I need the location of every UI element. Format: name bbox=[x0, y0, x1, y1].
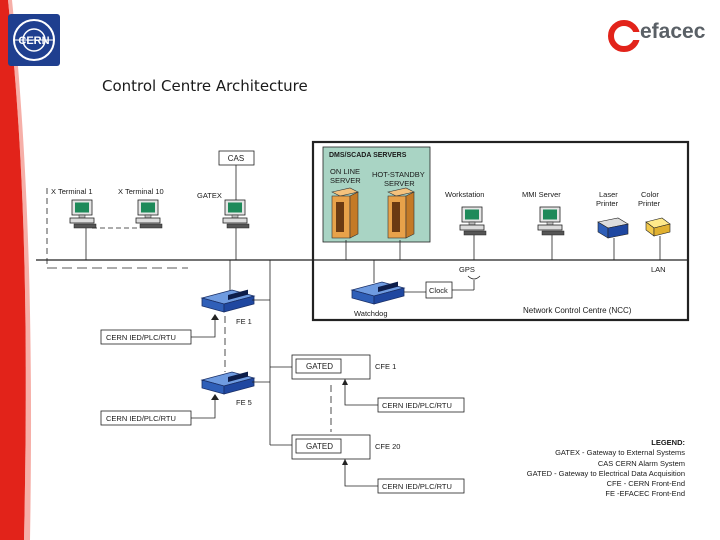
efacec-logo-mark bbox=[608, 20, 640, 52]
legend-line-2: CAS CERN Alarm System bbox=[598, 459, 685, 468]
cern-logo: CERN bbox=[8, 14, 60, 66]
watchdog-icon bbox=[351, 281, 405, 305]
online-server-label-2: SERVER bbox=[330, 176, 361, 185]
online-server-label-1: ON LINE bbox=[330, 167, 360, 176]
lan-label: LAN bbox=[651, 265, 666, 274]
fe5-icon bbox=[201, 371, 255, 395]
gps-label: GPS bbox=[459, 265, 475, 274]
gated-label-1: GATED bbox=[306, 362, 333, 371]
cern-ied-box-3 bbox=[377, 397, 465, 413]
laser-printer-icon bbox=[597, 217, 629, 239]
x-terminal-10-label: X Terminal 10 bbox=[118, 187, 164, 196]
gated-label-2: GATED bbox=[306, 442, 333, 451]
online-server-icon bbox=[331, 187, 359, 239]
legend-line-4: CFE - CERN Front-End bbox=[607, 479, 685, 488]
cern-logo-text: CERN bbox=[18, 35, 49, 47]
watchdog-label: Watchdog bbox=[354, 309, 388, 318]
x-terminal-1-icon bbox=[69, 199, 97, 229]
cas-box bbox=[218, 150, 255, 166]
workstation-label: Workstation bbox=[445, 190, 484, 199]
color-printer-label-1: Color bbox=[641, 190, 659, 199]
standby-server-icon bbox=[387, 187, 415, 239]
ncc-frame bbox=[311, 140, 690, 322]
laser-printer-label-2: Printer bbox=[596, 199, 619, 208]
cern-ied-label-2: CERN IED/PLC/RTU bbox=[106, 414, 176, 423]
color-printer-label-2: Printer bbox=[638, 199, 661, 208]
x-terminal-10-icon bbox=[135, 199, 163, 229]
cfe20-label: CFE 20 bbox=[375, 442, 400, 451]
color-printer-icon bbox=[645, 217, 671, 237]
clock-label: Clock bbox=[429, 286, 448, 295]
x-terminal-1-label: X Terminal 1 bbox=[51, 187, 93, 196]
gatex-computer-icon bbox=[222, 199, 250, 229]
standby-server-label-1: HOT-STANDBY bbox=[372, 170, 425, 179]
fe1-icon bbox=[201, 289, 255, 313]
cern-ied-box-4 bbox=[377, 478, 465, 494]
scada-title: DMS/SCADA SERVERS bbox=[329, 152, 407, 159]
cern-ied-label-1: CERN IED/PLC/RTU bbox=[106, 333, 176, 342]
cas-label: CAS bbox=[228, 154, 244, 163]
fe1-label: FE 1 bbox=[236, 317, 252, 326]
legend: LEGEND: GATEX - Gateway to External Syst… bbox=[527, 438, 686, 498]
laser-printer-label-1: Laser bbox=[599, 190, 618, 199]
mmi-server-label: MMI Server bbox=[522, 190, 561, 199]
standby-server-label-2: SERVER bbox=[384, 179, 415, 188]
legend-line-1: GATEX - Gateway to External Systems bbox=[555, 448, 685, 457]
gatex-label: GATEX bbox=[197, 191, 222, 200]
workstation-icon bbox=[459, 206, 487, 236]
legend-line-3: GATED - Gateway to Electrical Data Acqui… bbox=[527, 469, 685, 478]
mmi-server-icon bbox=[537, 206, 565, 236]
gated-box-2 bbox=[295, 438, 342, 454]
slide-title: Control Centre Architecture bbox=[102, 77, 308, 95]
fe5-label: FE 5 bbox=[236, 398, 252, 407]
cern-ied-label-4: CERN IED/PLC/RTU bbox=[382, 482, 452, 491]
gated-box-1 bbox=[295, 358, 342, 374]
efacec-brand-text: efacec bbox=[640, 20, 706, 43]
legend-title: LEGEND: bbox=[651, 438, 685, 447]
cern-ied-label-3: CERN IED/PLC/RTU bbox=[382, 401, 452, 410]
ncc-label: Network Control Centre (NCC) bbox=[523, 306, 632, 315]
legend-line-5: FE -EFACEC Front-End bbox=[605, 489, 685, 498]
cfe1-label: CFE 1 bbox=[375, 362, 396, 371]
